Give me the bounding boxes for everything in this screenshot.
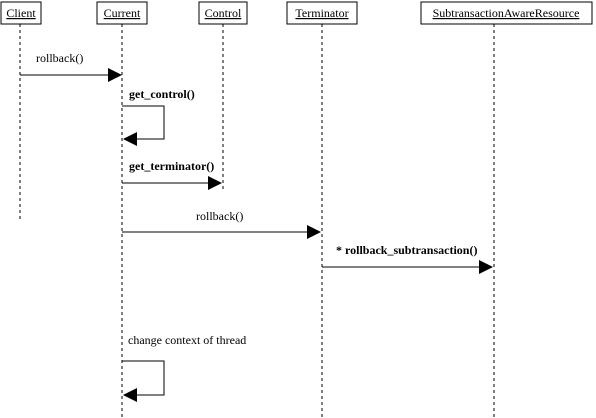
- lifeline-control: Control: [198, 1, 248, 192]
- arrowhead: [123, 388, 137, 402]
- lifeline-client-box: [0, 1, 42, 25]
- message-rollback-client-current: rollback(): [20, 51, 122, 82]
- message-label: change context of thread: [128, 333, 246, 347]
- message-label: get_terminator(): [129, 159, 214, 173]
- lifeline-sar-label: SubtransactionAwareResource: [433, 6, 580, 20]
- message-rollback-subtransaction: * rollback_subtransaction(): [322, 243, 493, 274]
- lifeline-client-label: Client: [6, 6, 36, 20]
- arrowhead: [479, 260, 493, 274]
- message-rollback-current-terminator: rollback(): [122, 209, 321, 239]
- message-label: rollback(): [196, 209, 243, 223]
- lifeline-sar-box: [420, 1, 593, 25]
- lifeline-current-label: Current: [104, 6, 141, 20]
- lifeline-current: Current: [96, 1, 148, 418]
- message-get-terminator: get_terminator(): [122, 159, 222, 190]
- lifeline-terminator: Terminator: [286, 1, 358, 418]
- message-line: [122, 360, 165, 396]
- lifeline-control-label: Control: [205, 6, 242, 20]
- message-get-control: get_control(): [122, 87, 195, 146]
- message-change-context: change context of thread: [122, 333, 246, 402]
- lifeline-sar: SubtransactionAwareResource: [420, 1, 593, 418]
- message-label: * rollback_subtransaction(): [336, 243, 477, 257]
- message-label: rollback(): [36, 51, 83, 65]
- arrowhead: [307, 225, 321, 239]
- message-line: [122, 105, 165, 140]
- lifeline-client: Client: [0, 1, 42, 222]
- arrowhead: [108, 68, 122, 82]
- arrowhead: [123, 132, 137, 146]
- lifeline-terminator-label: Terminator: [295, 6, 348, 20]
- message-label: get_control(): [129, 87, 195, 101]
- arrowhead: [208, 176, 222, 190]
